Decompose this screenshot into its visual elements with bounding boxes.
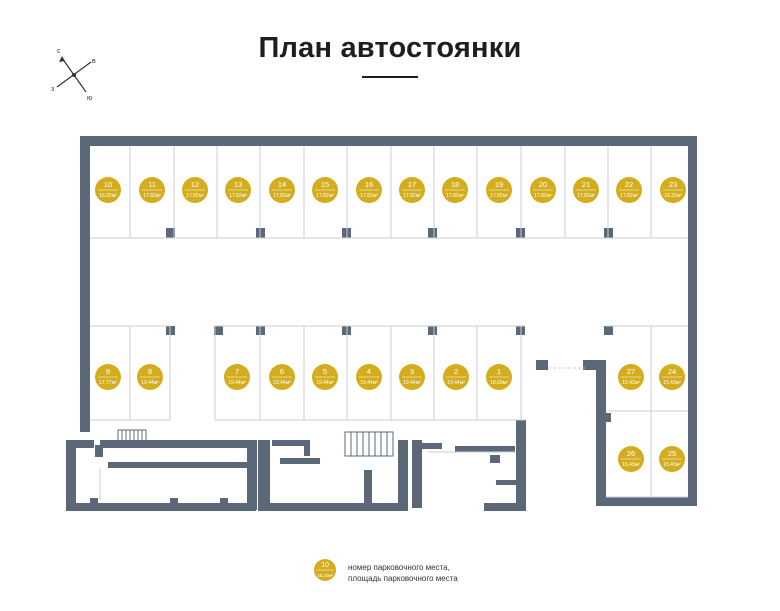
spot-number: 5 xyxy=(323,367,327,376)
spot-area: 17.82м² xyxy=(186,193,204,199)
spot-number: 9 xyxy=(106,367,110,376)
spot-area: 17.82м² xyxy=(620,193,638,199)
spot-number: 27 xyxy=(627,367,635,376)
parking-spot-11: 11 17.82м² xyxy=(139,177,165,203)
spot-number: 7 xyxy=(235,367,239,376)
spot-area: 15.43м² xyxy=(663,380,681,386)
spot-area: 19.44м² xyxy=(228,380,246,386)
compass-north: с xyxy=(57,48,61,55)
spot-number: 22 xyxy=(625,180,633,189)
parking-lines xyxy=(90,146,688,500)
stairs xyxy=(117,429,394,457)
parking-spot-23: 23 16.20м² xyxy=(660,177,686,203)
compass-south: ю xyxy=(87,95,92,102)
parking-spot-18: 18 17.82м² xyxy=(442,177,468,203)
legend-marker: 10 16.20м² xyxy=(314,559,336,581)
spot-area: 19.44м² xyxy=(273,380,291,386)
spot-area: 19.44м² xyxy=(141,380,159,386)
legend-sample-number: 10 xyxy=(321,562,329,569)
title-underline xyxy=(362,76,418,78)
spot-number: 3 xyxy=(410,367,414,376)
parking-spot-22: 22 17.82м² xyxy=(616,177,642,203)
parking-spot-19: 19 17.82м² xyxy=(486,177,512,203)
walls xyxy=(66,136,697,511)
spot-area: 17.82м² xyxy=(229,193,247,199)
spot-area: 17.82м² xyxy=(273,193,291,199)
spot-area: 17.77м² xyxy=(99,380,117,386)
spot-number: 24 xyxy=(668,367,676,376)
spot-area: 19.44м² xyxy=(447,380,465,386)
parking-spot-15: 15 17.82м² xyxy=(312,177,338,203)
parking-spot-20: 20 17.82м² xyxy=(530,177,556,203)
parking-spot-24: 24 15.43м² xyxy=(659,364,685,390)
spot-number: 2 xyxy=(454,367,458,376)
parking-spot-1: 1 18.69м² xyxy=(486,364,512,390)
spot-number: 19 xyxy=(495,180,503,189)
parking-spot-8: 8 19.44м² xyxy=(137,364,163,390)
parking-spot-26: 26 15.43м² xyxy=(618,446,644,472)
parking-spot-13: 13 17.82м² xyxy=(225,177,251,203)
spot-number: 21 xyxy=(582,180,590,189)
parking-spot-4: 4 19.44м² xyxy=(356,364,382,390)
spot-number: 4 xyxy=(367,367,371,376)
spot-number: 18 xyxy=(451,180,459,189)
spot-number: 14 xyxy=(278,180,286,189)
spot-area: 19.44м² xyxy=(403,380,421,386)
spot-number: 12 xyxy=(191,180,199,189)
spot-area: 17.82м² xyxy=(446,193,464,199)
spot-number: 1 xyxy=(497,367,501,376)
spot-number: 8 xyxy=(148,367,152,376)
spot-number: 20 xyxy=(539,180,547,189)
parking-spot-7: 7 19.44м² xyxy=(224,364,250,390)
spot-number: 13 xyxy=(234,180,242,189)
legend-line-2: площадь парковочного места xyxy=(348,574,458,583)
spot-area: 15.43м² xyxy=(622,380,640,386)
parking-spot-9: 9 17.77м² xyxy=(95,364,121,390)
parking-spot-6: 6 19.44м² xyxy=(269,364,295,390)
parking-spot-25: 25 15.43м² xyxy=(659,446,685,472)
spot-number: 25 xyxy=(668,449,676,458)
spot-number: 17 xyxy=(408,180,416,189)
parking-spot-17: 17 17.82м² xyxy=(399,177,425,203)
parking-spot-10: 10 16.20м² xyxy=(95,177,121,203)
spot-area: 17.82м² xyxy=(403,193,421,199)
compass-icon: с в ю з xyxy=(51,48,96,102)
spot-area: 16.20м² xyxy=(99,193,117,199)
parking-spot-16: 16 17.82м² xyxy=(356,177,382,203)
page-title: План автостоянки xyxy=(258,32,522,64)
spot-area: 16.20м² xyxy=(664,193,682,199)
parking-spot-27: 27 15.43м² xyxy=(618,364,644,390)
spot-number: 23 xyxy=(669,180,677,189)
parking-spot-12: 12 17.82м² xyxy=(182,177,208,203)
spot-area: 15.43м² xyxy=(663,462,681,468)
spot-number: 10 xyxy=(104,180,112,189)
spot-number: 6 xyxy=(280,367,284,376)
parking-spot-3: 3 19.44м² xyxy=(399,364,425,390)
spot-area: 17.82м² xyxy=(490,193,508,199)
spot-area: 17.82м² xyxy=(534,193,552,199)
spot-area: 17.82м² xyxy=(577,193,595,199)
spot-number: 11 xyxy=(148,180,156,189)
legend-line-1: номер парковочного места, xyxy=(348,563,450,572)
spot-area: 17.82м² xyxy=(143,193,161,199)
compass-east: в xyxy=(92,58,96,65)
spot-area: 18.69м² xyxy=(490,380,508,386)
spot-number: 15 xyxy=(321,180,329,189)
compass-west: з xyxy=(51,86,54,93)
parking-spot-14: 14 17.82м² xyxy=(269,177,295,203)
spot-area: 15.43м² xyxy=(622,462,640,468)
pillars xyxy=(166,228,613,422)
spot-area: 17.82м² xyxy=(316,193,334,199)
parking-spot-2: 2 19.44м² xyxy=(443,364,469,390)
spot-number: 26 xyxy=(627,449,635,458)
spot-markers: 1016.20м²1117.82м²1217.82м²1317.82м²1417… xyxy=(95,177,686,472)
spot-area: 17.82м² xyxy=(360,193,378,199)
parking-spot-21: 21 17.82м² xyxy=(573,177,599,203)
spot-number: 16 xyxy=(365,180,373,189)
legend-sample-area: 16.20м² xyxy=(317,573,333,578)
parking-spot-5: 5 19.44м² xyxy=(312,364,338,390)
spot-area: 19.44м² xyxy=(316,380,334,386)
spot-area: 19.44м² xyxy=(360,380,378,386)
